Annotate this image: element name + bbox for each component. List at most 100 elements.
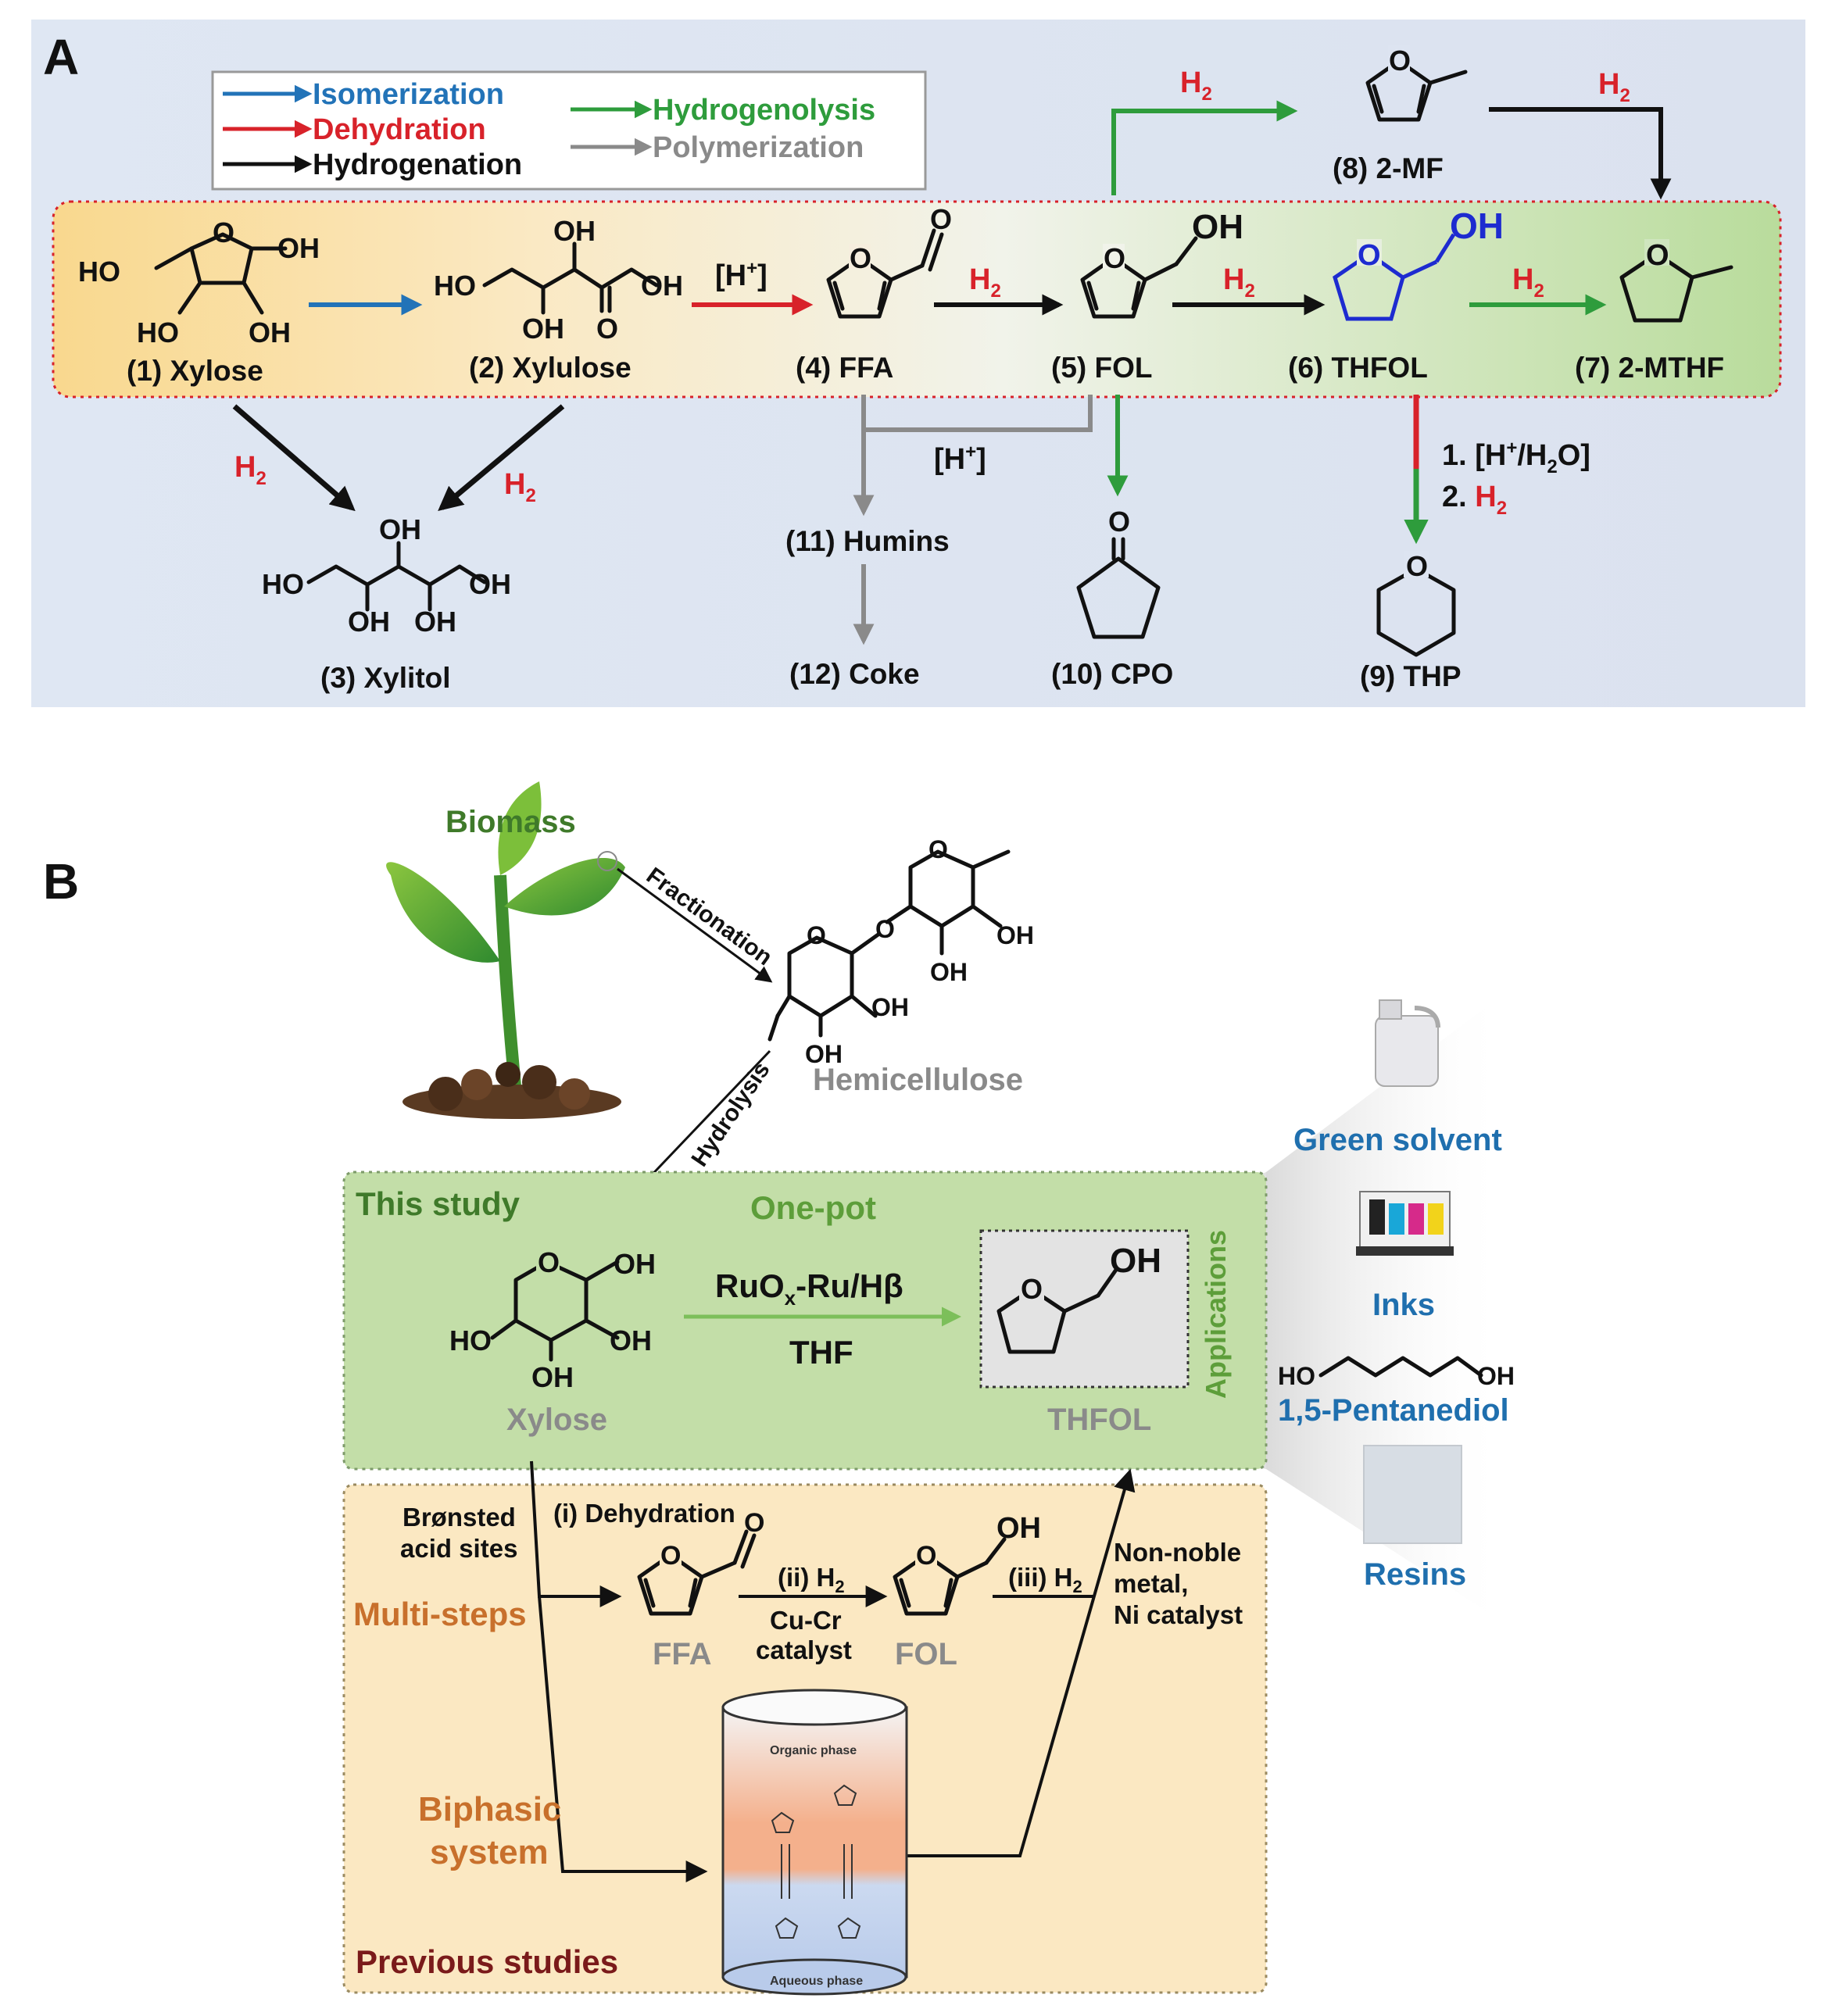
thfol-ring-o: O: [1358, 239, 1381, 272]
xylulose-ho-left: HO: [434, 270, 476, 302]
previous-studies-label: Previous studies: [356, 1943, 618, 1980]
label-fol: (5) FOL: [1051, 352, 1152, 384]
h2-xylose-to-xylitol: H2: [234, 451, 267, 489]
catalyst-label: RuOx-Ru/Hβ: [715, 1267, 903, 1310]
xylose-to-biphasic-path: [538, 1596, 708, 1882]
bronsted-line-1: Brønsted: [403, 1503, 516, 1532]
step-iii-label: (iii) H2: [1008, 1563, 1082, 1596]
app-inks: Inks: [1372, 1288, 1435, 1322]
applications-label: Applications: [1200, 1230, 1232, 1399]
xylose-ring-o: O: [213, 216, 234, 248]
hydrolysis-label: Hydrolysis: [686, 1057, 775, 1171]
h2-xylulose-to-xylitol: H2: [504, 468, 536, 506]
hemi-oh-2: OH: [930, 958, 968, 986]
xylose-b-label: Xylose: [506, 1403, 607, 1437]
aqueous-phase-label: Aqueous phase: [770, 1975, 863, 1988]
biphasic-reactor: Organic phase Aqueous phase: [721, 1689, 908, 1996]
xylose-structure: O HO OH HO OH: [78, 216, 320, 349]
cucr-line-1: Cu-Cr: [770, 1606, 842, 1635]
app-pentanediol: 1,5-Pentanediol: [1278, 1393, 1509, 1428]
ink-tanks-icon: [1356, 1191, 1454, 1256]
xylulose-oh-top: OH: [553, 215, 596, 247]
solvent-label: THF: [789, 1334, 853, 1371]
pentanediol-oh: OH: [1477, 1362, 1515, 1390]
xylitol-structure: OH HO OH OH OH: [262, 513, 511, 638]
panel-a: A Isomerization Dehydration Hydrogenatio…: [31, 20, 1805, 707]
resin-swatch-image: [1363, 1445, 1462, 1544]
nonnoble-line-1: Non-noble: [1114, 1538, 1241, 1567]
thp-o: O: [1406, 550, 1428, 582]
xylose-b-oh-2: OH: [610, 1324, 652, 1357]
xylulose-oh-bottom: OH: [522, 313, 564, 345]
thp-step-2: 2. H2: [1442, 481, 1507, 519]
mf-structure: O: [1365, 45, 1468, 122]
biphasic-line-1: Biphasic: [418, 1790, 561, 1828]
legend: Isomerization Dehydration Hydrogenation …: [211, 70, 927, 191]
thfol-oh: OH: [1450, 206, 1504, 246]
xylose-b-ho: HO: [449, 1324, 492, 1357]
thfol-structure: O OH: [1333, 206, 1504, 321]
cpo-o: O: [1108, 506, 1130, 538]
xylitol-oh-bottom-2: OH: [414, 606, 456, 638]
biphasic-to-thfol-path: [903, 1468, 1136, 1857]
fol-oh: OH: [1192, 208, 1243, 246]
legend-hydrogenolysis: Hydrogenolysis: [653, 94, 875, 127]
xylulose-structure: HO OH OH O OH: [434, 215, 683, 345]
xylose-b-oh-3: OH: [531, 1361, 574, 1393]
thfol-b-oh: OH: [1110, 1242, 1161, 1280]
xylitol-oh-bottom-1: OH: [348, 606, 390, 638]
h2-thfol-to-mthf: H2: [1512, 263, 1544, 302]
green-solvent-jug-icon: [1375, 999, 1440, 1087]
h2-fol-to-mf: H2: [1180, 66, 1212, 105]
arrow-mf-to-mthf: [1489, 107, 1672, 200]
thfol-b-o: O: [1021, 1273, 1043, 1305]
pentanediol-ho: HO: [1278, 1362, 1315, 1390]
ffa-b-ring-o: O: [660, 1541, 681, 1571]
nonnoble-line-2: metal,: [1114, 1569, 1188, 1598]
label-mthf: (7) 2-MTHF: [1575, 352, 1724, 384]
xylose-ho-left: HO: [78, 256, 120, 288]
fol-structure: O OH: [1080, 208, 1243, 319]
label-xylitol: (3) Xylitol: [320, 662, 451, 694]
xylose-b-o: O: [538, 1246, 560, 1278]
organic-phase-label: Organic phase: [770, 1744, 857, 1757]
thfol-b-label: THFOL: [1047, 1403, 1151, 1437]
arrow-fractionation: [617, 867, 773, 983]
hemicellulose-label: Hemicellulose: [813, 1063, 1023, 1097]
acid-label-humins: [H+]: [934, 441, 986, 476]
label-xylulose: (2) Xylulose: [469, 352, 631, 384]
arrow-xylose-to-xylitol: [232, 404, 356, 512]
legend-box: [211, 70, 927, 191]
fol-b-structure: O OH: [893, 1512, 1041, 1616]
panel-b: B Biomass Fractionation: [43, 781, 1515, 1996]
xylitol-oh-top: OH: [379, 513, 421, 545]
arrow-xylulose-to-xylitol: [438, 404, 565, 512]
legend-hydrogenation: Hydrogenation: [313, 148, 522, 181]
fol-b-ring-o: O: [916, 1541, 936, 1571]
ffa-ring-o: O: [850, 242, 871, 274]
ffa-b-aldehyde-o: O: [744, 1508, 764, 1538]
label-cpo: (10) CPO: [1051, 658, 1173, 690]
acid-label-dehydration: [H+]: [715, 258, 767, 292]
legend-isomerization: Isomerization: [313, 78, 504, 111]
app-green-solvent: Green solvent: [1293, 1123, 1502, 1157]
h2-ffa-to-fol: H2: [969, 263, 1001, 302]
thfol-product-box: [979, 1229, 1190, 1389]
hemicellulose-structure: O O OH OH O OH OH: [767, 835, 1034, 1068]
xylose-oh-bottom: OH: [249, 316, 291, 349]
xylose-oh-right: OH: [277, 232, 320, 264]
label-ffa: (4) FFA: [796, 352, 893, 384]
legend-dehydration: Dehydration: [313, 113, 486, 146]
arrow-fol-to-mf: [1111, 100, 1298, 195]
step-ii-label: (ii) H2: [778, 1563, 845, 1596]
biomass-label: Biomass: [445, 805, 576, 839]
xylose-ho-bottom: HO: [137, 316, 179, 349]
thp-structure: O: [1376, 550, 1456, 657]
panel-b-letter: B: [43, 853, 79, 910]
cucr-line-2: catalyst: [756, 1635, 852, 1664]
bronsted-line-2: acid sites: [400, 1534, 517, 1563]
ffa-aldehyde-o: O: [930, 203, 952, 235]
pentanediol-structure: HO OH: [1278, 1356, 1515, 1390]
plant-illustration: [386, 781, 625, 1119]
